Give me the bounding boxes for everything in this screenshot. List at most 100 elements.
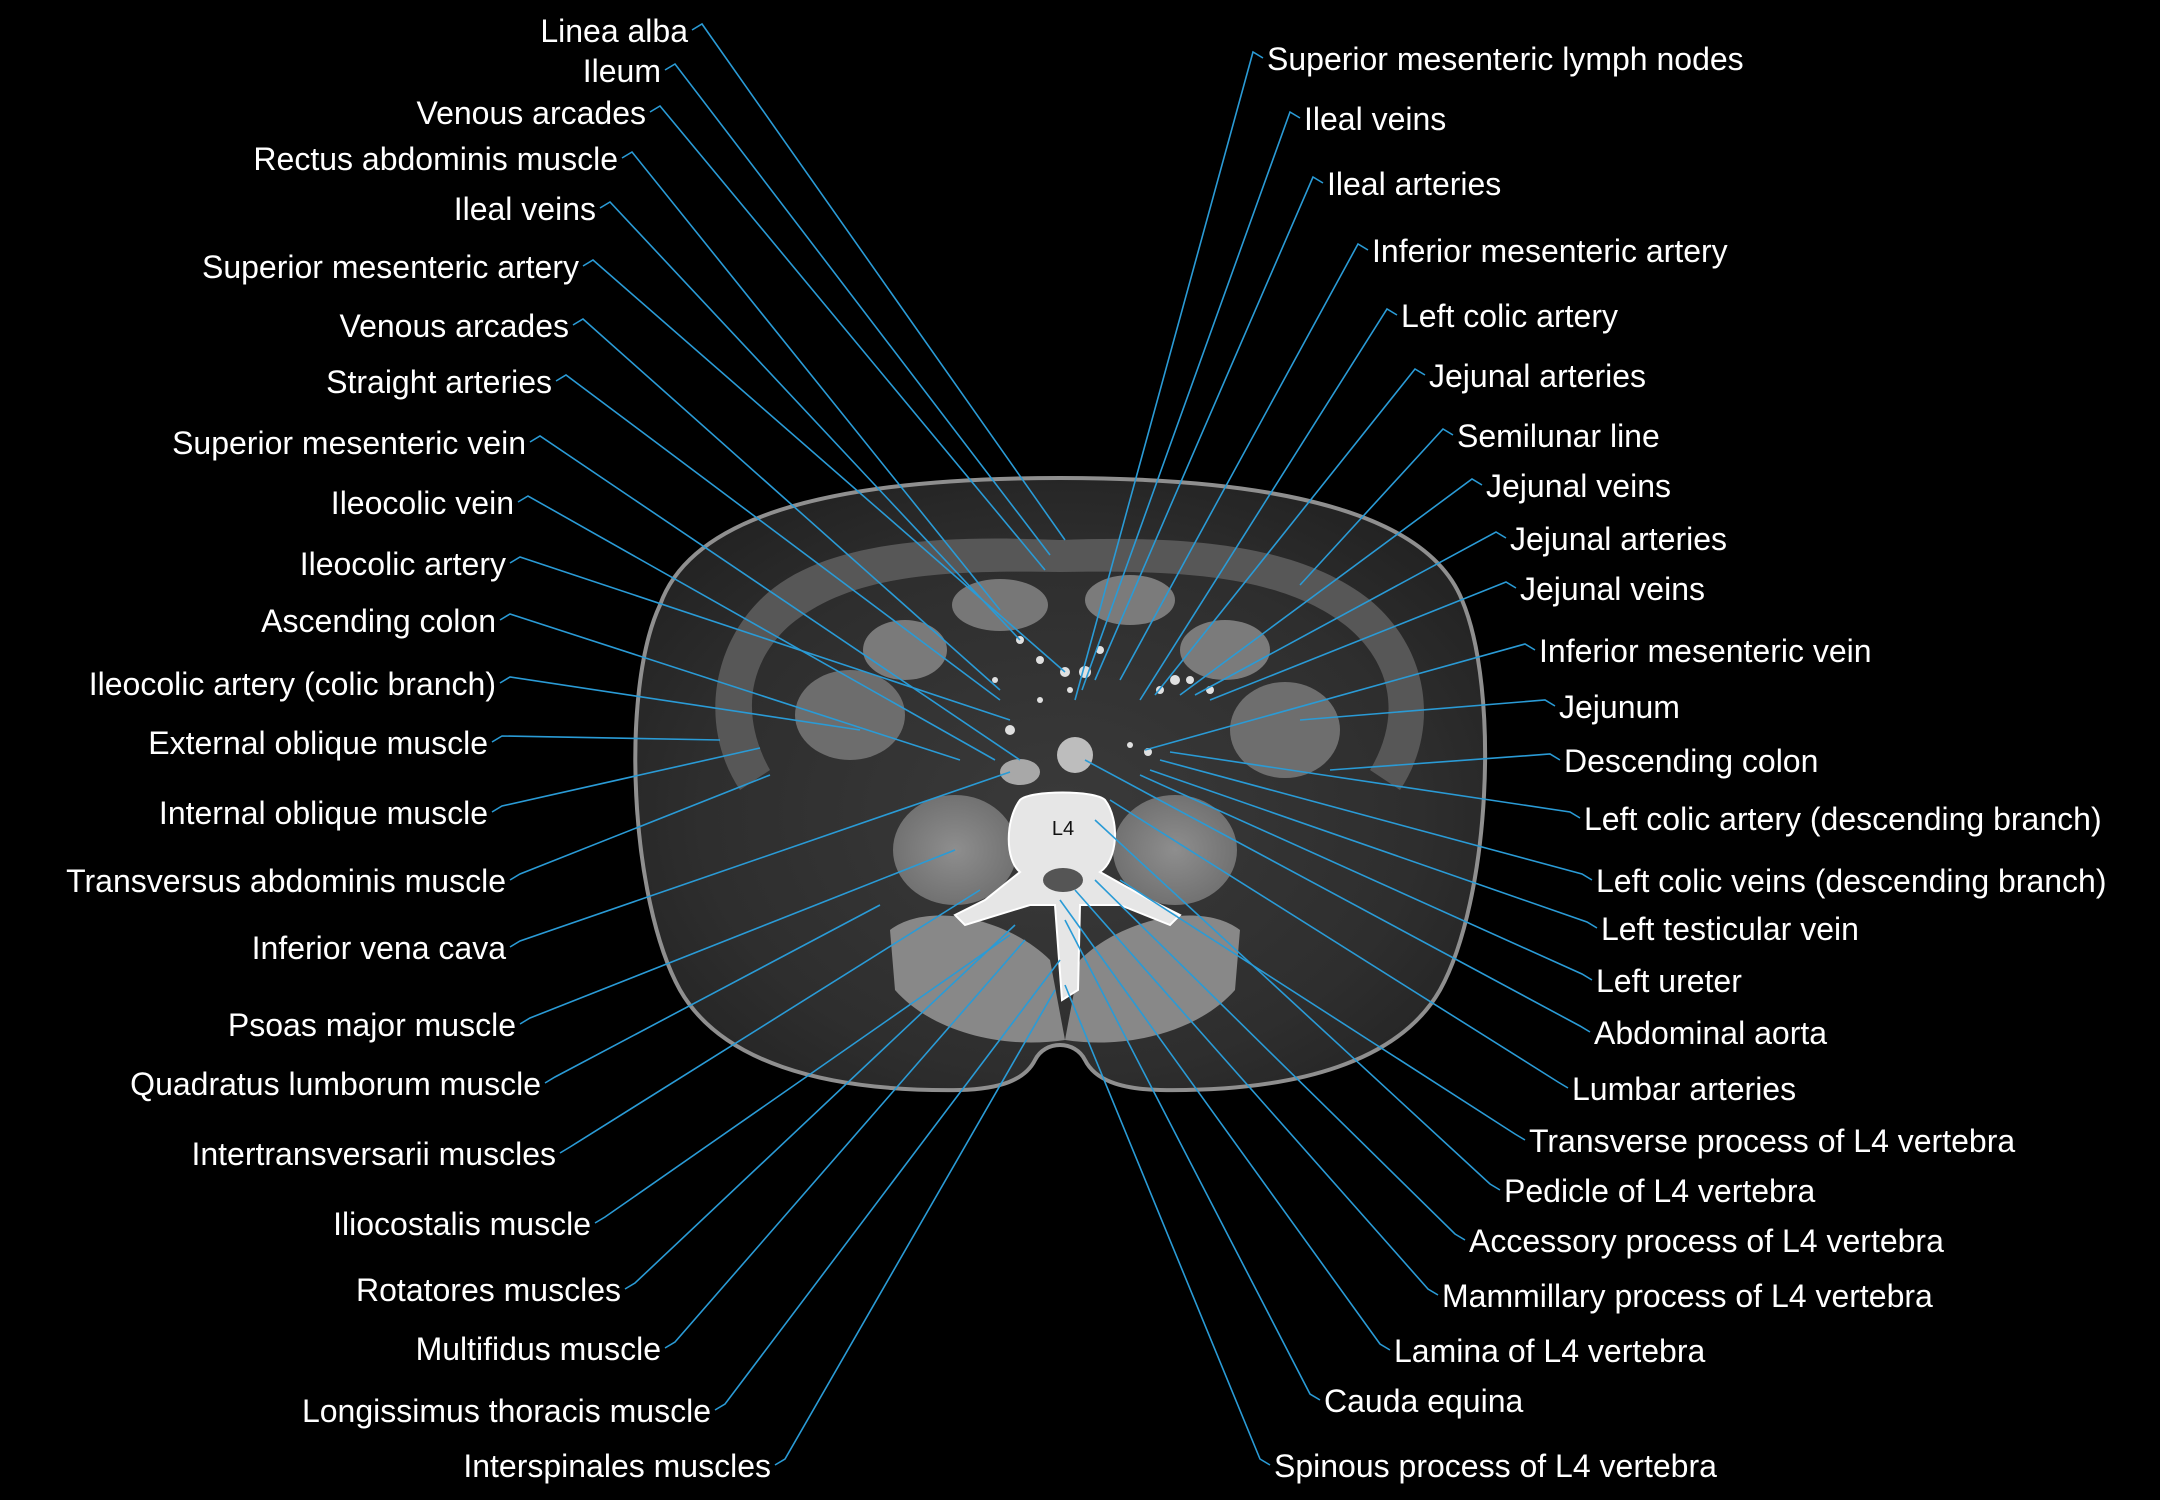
leader-jejunal-arteries xyxy=(1154,367,1426,696)
psoas-right xyxy=(1113,795,1237,905)
label-ileocolic-artery: Ileocolic artery xyxy=(300,546,506,582)
label-mammillary-process-of-l4-vertebra: Mammillary process of L4 vertebra xyxy=(1442,1278,1933,1314)
mesenteric-vessels xyxy=(992,636,1214,756)
leader-inferior-mesenteric-artery xyxy=(1119,242,1369,681)
label-jejunum: Jejunum xyxy=(1559,689,1680,725)
leader-mammillary-process-of-l4-vertebra xyxy=(1074,889,1439,1296)
label-quadratus-lumborum-muscle: Quadratus lumborum muscle xyxy=(130,1066,541,1102)
vertebra-shape xyxy=(953,791,1182,1002)
label-jejunal-veins: Jejunal veins xyxy=(1486,468,1671,504)
label-left-ureter: Left ureter xyxy=(1596,963,1742,999)
label-spinous-process-of-l4-vertebra: Spinous process of L4 vertebra xyxy=(1274,1448,1717,1484)
label-linea-alba: Linea alba xyxy=(540,13,688,49)
leader-ileocolic-artery-colic-branch xyxy=(499,676,861,731)
leader-ileal-arteries xyxy=(1094,175,1324,681)
leader-intertransversarii-muscles xyxy=(559,889,981,1154)
label-iliocostalis-muscle: Iliocostalis muscle xyxy=(333,1206,591,1242)
label-intertransversarii-muscles: Intertransversarii muscles xyxy=(191,1136,556,1172)
label-psoas-major-muscle: Psoas major muscle xyxy=(228,1007,516,1043)
leader-venous-arcades xyxy=(572,318,1001,691)
label-venous-arcades: Venous arcades xyxy=(417,95,647,131)
label-semilunar-line: Semilunar line xyxy=(1457,418,1660,454)
spinal-canal xyxy=(1043,868,1083,892)
label-inferior-vena-cava: Inferior vena cava xyxy=(252,930,507,966)
leader-superior-mesenteric-lymph-nodes xyxy=(1074,50,1264,701)
leader-ileal-veins xyxy=(599,200,1021,641)
label-abdominal-aorta: Abdominal aorta xyxy=(1594,1015,1827,1051)
label-ileocolic-vein: Ileocolic vein xyxy=(331,485,514,521)
label-ileum: Ileum xyxy=(583,53,661,89)
leader-left-ureter xyxy=(1139,774,1593,981)
leader-iliocostalis-muscle xyxy=(594,934,1011,1224)
leader-superior-mesenteric-artery xyxy=(582,259,1066,673)
label-cauda-equina: Cauda equina xyxy=(1324,1383,1523,1419)
label-left-testicular-vein: Left testicular vein xyxy=(1601,911,1859,947)
label-transverse-process-of-l4-vertebra: Transverse process of L4 vertebra xyxy=(1529,1123,2015,1159)
leader-internal-oblique-muscle xyxy=(491,747,761,813)
ivc-shape xyxy=(1000,759,1040,785)
leader-pedicle-of-l4-vertebra xyxy=(1094,819,1501,1191)
leader-left-testicular-vein xyxy=(1149,769,1598,929)
body-outline xyxy=(633,475,1488,1093)
leader-rectus-abdominis-muscle xyxy=(621,150,1001,611)
label-straight-arteries: Straight arteries xyxy=(326,364,552,400)
label-superior-mesenteric-artery: Superior mesenteric artery xyxy=(202,249,579,285)
leader-lamina-of-l4-vertebra xyxy=(1059,899,1391,1351)
leader-inferior-vena-cava xyxy=(509,771,1011,948)
label-lamina-of-l4-vertebra: Lamina of L4 vertebra xyxy=(1394,1333,1706,1369)
leader-accessory-process-of-l4-vertebra xyxy=(1094,879,1466,1241)
leader-superior-mesenteric-vein xyxy=(529,435,1021,761)
label-ileal-veins: Ileal veins xyxy=(1304,101,1446,137)
leader-ileocolic-artery xyxy=(509,556,1011,721)
leader-multifidus-muscle xyxy=(664,939,1026,1349)
leader-jejunal-arteries xyxy=(1194,531,1507,696)
label-multifidus-muscle: Multifidus muscle xyxy=(416,1331,661,1367)
leader-lumbar-arteries xyxy=(1109,799,1569,1089)
leader-jejunal-veins xyxy=(1209,581,1517,701)
leader-transversus-abdominis-muscle xyxy=(509,774,771,881)
label-ileal-arteries: Ileal arteries xyxy=(1327,166,1501,202)
leader-ileal-veins xyxy=(1081,110,1301,691)
leader-interspinales-muscles xyxy=(774,989,1056,1466)
label-rectus-abdominis-muscle: Rectus abdominis muscle xyxy=(253,141,618,177)
label-longissimus-thoracis-muscle: Longissimus thoracis muscle xyxy=(302,1393,711,1429)
aorta-shape xyxy=(1057,737,1093,773)
label-descending-colon: Descending colon xyxy=(1564,743,1818,779)
leader-quadratus-lumborum-muscle xyxy=(544,904,881,1084)
label-transversus-abdominis-muscle: Transversus abdominis muscle xyxy=(66,863,506,899)
leader-jejunal-veins xyxy=(1179,478,1483,696)
leader-abdominal-aorta xyxy=(1084,759,1591,1033)
leader-psoas-major-muscle xyxy=(519,849,956,1025)
leader-jejunum xyxy=(1299,699,1556,721)
leader-descending-colon xyxy=(1329,753,1561,771)
label-internal-oblique-muscle: Internal oblique muscle xyxy=(159,795,488,831)
jejunum-loop xyxy=(1180,620,1270,680)
label-jejunal-arteries: Jejunal arteries xyxy=(1429,358,1646,394)
back-muscles xyxy=(890,915,1240,1043)
label-lumbar-arteries: Lumbar arteries xyxy=(1572,1071,1796,1107)
leader-rotatores-muscles xyxy=(624,924,1016,1290)
label-ascending-colon: Ascending colon xyxy=(261,603,496,639)
ileum-loop xyxy=(863,620,947,680)
label-pedicle-of-l4-vertebra: Pedicle of L4 vertebra xyxy=(1504,1173,1816,1209)
ct-slice-image xyxy=(633,475,1488,1093)
leader-ascending-colon xyxy=(499,613,961,761)
label-venous-arcades: Venous arcades xyxy=(340,308,570,344)
label-inferior-mesenteric-artery: Inferior mesenteric artery xyxy=(1372,233,1728,269)
label-interspinales-muscles: Interspinales muscles xyxy=(463,1448,771,1484)
leader-external-oblique-muscle xyxy=(491,735,721,743)
leader-left-colic-artery xyxy=(1139,307,1398,701)
leader-linea-alba xyxy=(691,22,1066,541)
leader-lines-left xyxy=(491,22,1066,1466)
leader-venous-arcades xyxy=(649,104,1046,571)
leader-longissimus-thoracis-muscle xyxy=(714,959,1061,1411)
leader-semilunar-line xyxy=(1299,427,1454,586)
label-ileal-veins: Ileal veins xyxy=(454,191,596,227)
label-left-colic-artery-descending-branch: Left colic artery (descending branch) xyxy=(1584,801,2102,837)
label-jejunal-veins: Jejunal veins xyxy=(1520,571,1705,607)
leader-lines-right xyxy=(1059,50,1598,1466)
leader-cauda-equina xyxy=(1064,919,1321,1401)
